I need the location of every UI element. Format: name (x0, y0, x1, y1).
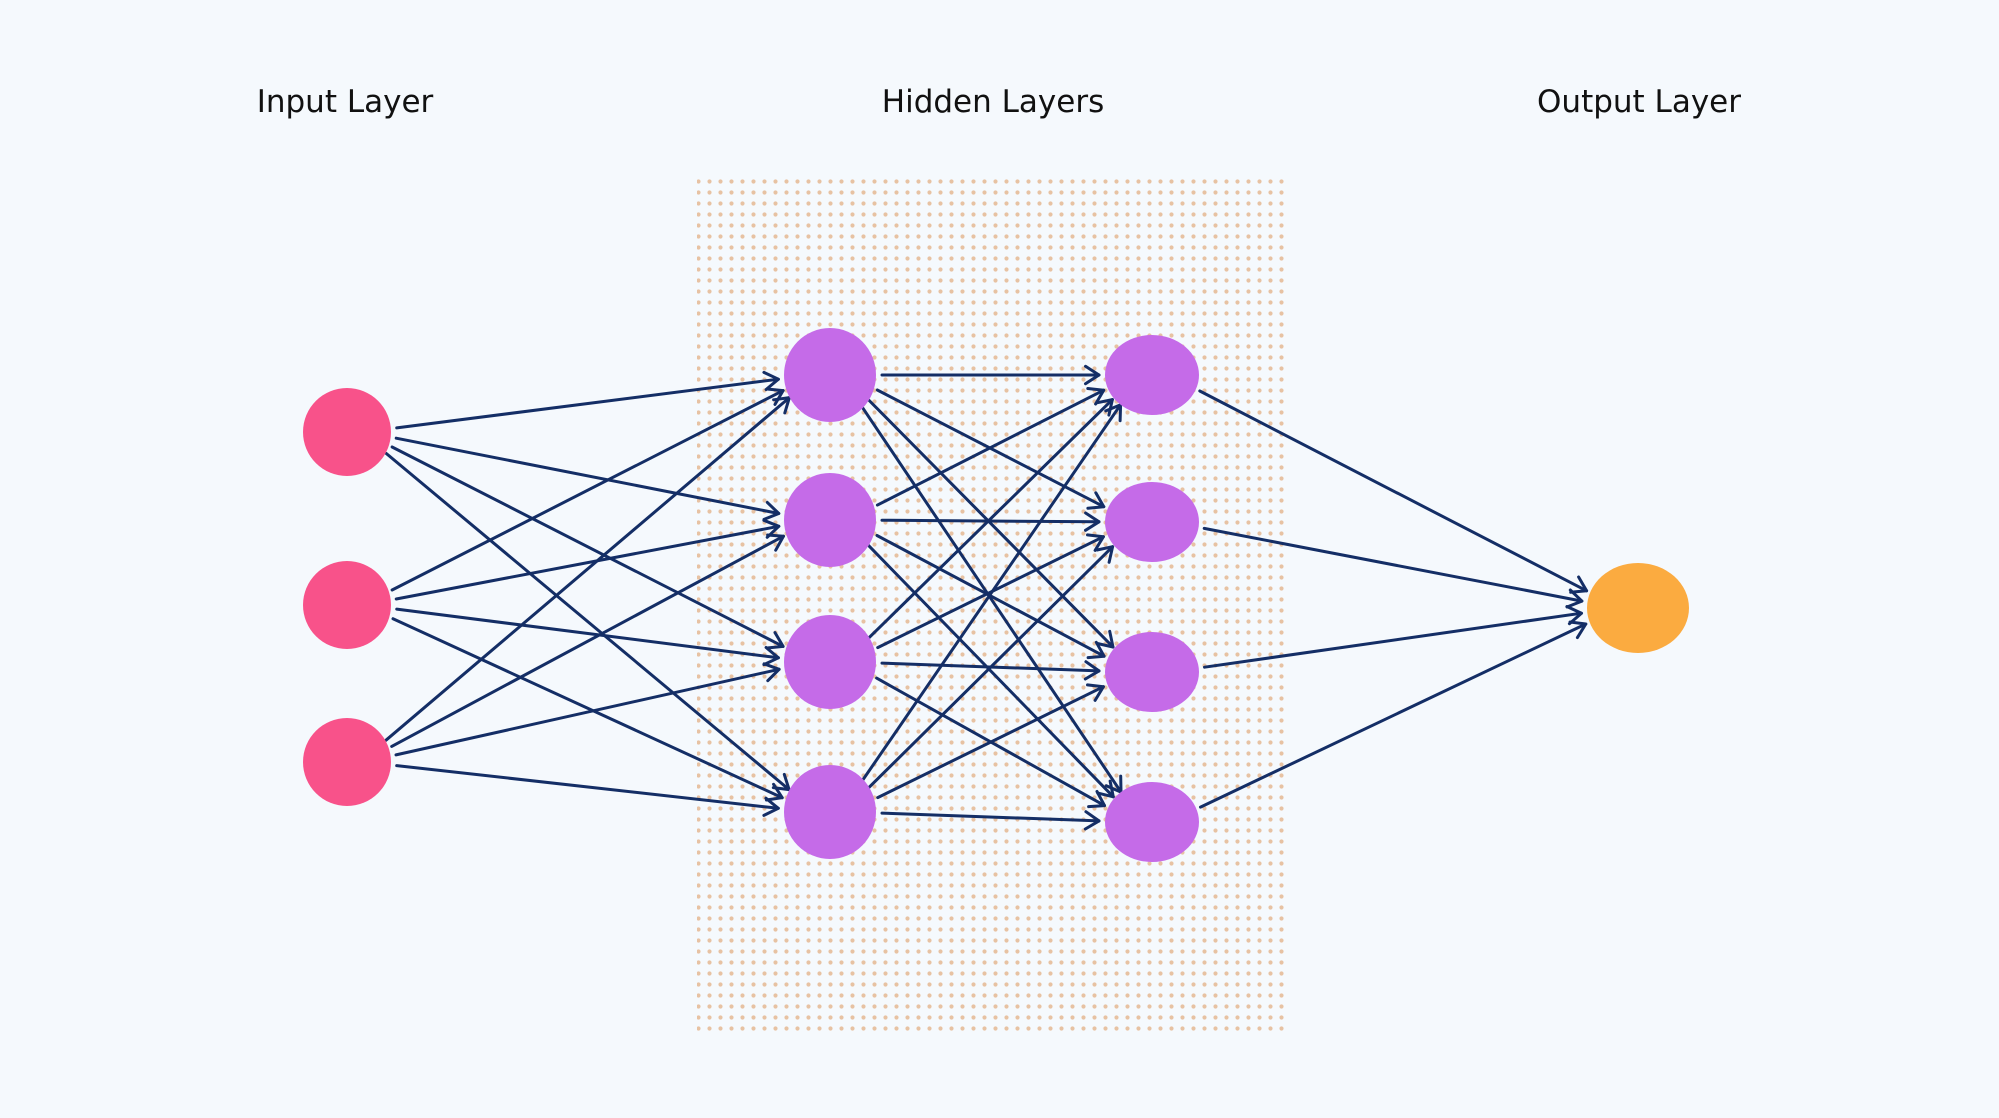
hidden-node-l1-1 (784, 473, 876, 567)
edge-l2-n3-to-l3-n0 (1199, 620, 1588, 809)
edge-l2-n2-to-l3-n0 (1203, 605, 1583, 669)
connections (384, 364, 1589, 831)
hidden-node-l1-0 (784, 328, 876, 422)
edge-l0-n1-to-l1-n3 (391, 617, 784, 802)
edge-l0-n0-to-l1-n2 (390, 445, 785, 650)
output-layer-label: Output Layer (1537, 84, 1741, 120)
hidden-node-l2-3 (1105, 782, 1199, 862)
edge-l2-n1-to-l3-n0 (1202, 526, 1584, 609)
edge-l0-n2-to-l1-n0 (384, 396, 791, 742)
input-node-l0-0 (303, 388, 391, 476)
edge-l1-n1-to-l2-n0 (875, 387, 1106, 507)
input-node-l0-2 (303, 718, 391, 806)
hidden-node-l1-2 (784, 615, 876, 709)
edge-l0-n2-to-l1-n3 (395, 764, 780, 817)
input-node-l0-1 (303, 561, 391, 649)
edge-l0-n1-to-l1-n2 (395, 607, 780, 667)
hidden-node-l2-1 (1105, 482, 1199, 562)
hidden-layers-label: Hidden Layers (882, 84, 1104, 120)
hidden-node-l2-2 (1105, 632, 1199, 712)
hidden-node-l1-3 (784, 765, 876, 859)
hidden-node-l2-0 (1105, 335, 1199, 415)
hidden-layers-panel (697, 174, 1285, 1036)
edge-l1-n3-to-l2-n3 (880, 810, 1101, 831)
edge-l0-n0-to-l1-n3 (384, 452, 791, 792)
edge-l1-n0-to-l2-n0 (880, 364, 1101, 386)
edge-l1-n1-to-l2-n3 (866, 543, 1115, 799)
edge-l2-n0-to-l3-n0 (1198, 389, 1589, 594)
edge-l0-n0-to-l1-n1 (394, 436, 781, 521)
output-node-l3-0 (1587, 563, 1689, 653)
edge-l1-n1-to-l2-n1 (880, 511, 1101, 532)
edge-l1-n0-to-l2-n2 (866, 398, 1115, 649)
input-layer-label: Input Layer (257, 84, 434, 120)
neurons (303, 328, 1689, 862)
edge-l1-n3-to-l2-n2 (876, 683, 1105, 800)
edge-l0-n2-to-l1-n2 (394, 662, 781, 757)
edge-l0-n2-to-l1-n1 (390, 533, 785, 748)
edge-l1-n3-to-l2-n1 (867, 545, 1115, 790)
edge-l0-n1-to-l1-n1 (394, 518, 781, 601)
edge-l0-n0-to-l1-n0 (395, 370, 780, 430)
